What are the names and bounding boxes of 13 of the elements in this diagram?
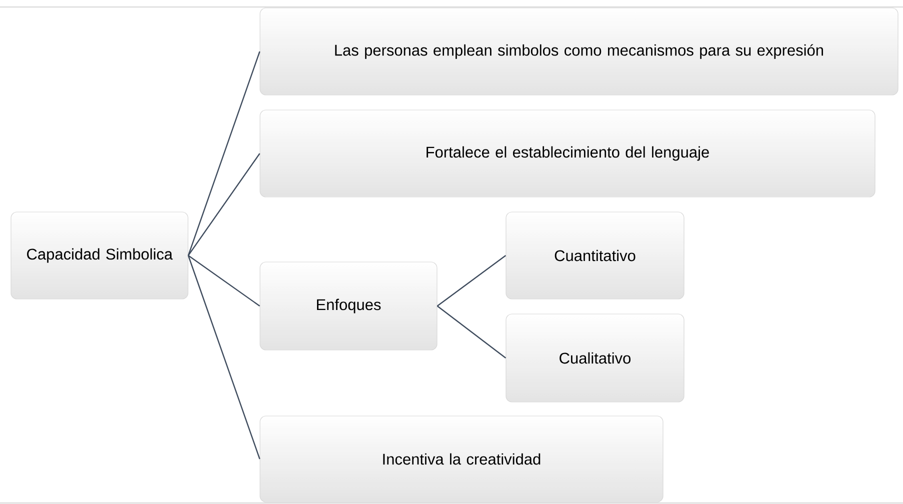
- connector-line: [188, 255, 260, 306]
- connector-line: [188, 153, 260, 256]
- topic-box: Enfoques: [260, 262, 438, 350]
- topic-box: Cuantitativo: [506, 212, 684, 300]
- connector-line: [188, 255, 260, 460]
- connector-line: [188, 51, 260, 256]
- topic-box: Fortalece el establecimiento del lenguaje: [260, 110, 876, 198]
- topic-box: Incentiva la creatividad: [260, 416, 664, 502]
- root-box: Capacidad Simbolica: [10, 212, 188, 300]
- connector-line: [436, 255, 506, 306]
- topic-box: Las personas emplean simbolos como mecanismos para su expresión: [260, 8, 898, 96]
- topic-box: Cualitativo: [506, 314, 684, 402]
- connector-line: [436, 306, 506, 358]
